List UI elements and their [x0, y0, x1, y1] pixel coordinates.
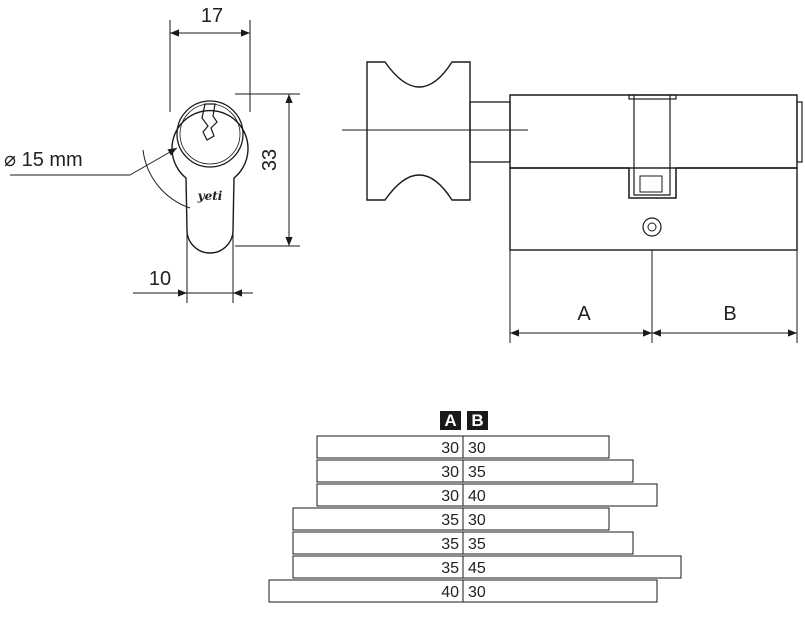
screw-hole	[642, 217, 662, 237]
table-header-a-box	[440, 411, 461, 430]
table-row: 35 30	[292, 507, 610, 531]
table-cell-a: 40	[441, 584, 459, 601]
table-row: 40 30	[268, 579, 658, 603]
table-row: 35 35	[292, 531, 634, 555]
dim-diameter: ⌀ 15 mm	[4, 149, 83, 171]
size-table: A B 30 30 30 35 30 40 35 30	[268, 411, 682, 603]
table-cell-b: 30	[468, 584, 486, 601]
brand-logo: yeti	[197, 189, 223, 203]
front-view: yeti 17 33 ⌀ 15 mm 10	[4, 5, 300, 303]
cam	[633, 95, 671, 196]
dim-width-bottom: 10	[149, 268, 171, 290]
table-cell-a: 35	[441, 512, 459, 529]
cylinder-body	[509, 94, 798, 199]
table-row: 30 30	[316, 435, 610, 459]
key-slot	[201, 103, 218, 141]
dim-b: B	[723, 303, 736, 325]
plug-circle	[176, 100, 244, 168]
table-row: 30 35	[316, 459, 634, 483]
table-header-b: B	[471, 411, 483, 430]
table-cell-b: 30	[468, 512, 486, 529]
table-row: 35 45	[292, 555, 682, 579]
table-row: 30 40	[316, 483, 658, 507]
side-view: A B	[342, 61, 803, 343]
table-cell-b: 40	[468, 488, 486, 505]
dim-width-top: 17	[201, 5, 223, 27]
thumb-knob	[366, 61, 471, 201]
table-cell-b: 45	[468, 560, 486, 577]
table-cell-b: 30	[468, 440, 486, 457]
table-header-a: A	[444, 411, 456, 430]
dim-a: A	[577, 303, 591, 325]
table-cell-a: 30	[441, 464, 459, 481]
table-cell-b: 35	[468, 536, 486, 553]
knob-shaft	[469, 101, 511, 163]
table-cell-a: 35	[441, 560, 459, 577]
table-cell-a: 30	[441, 488, 459, 505]
table-header-b-box	[467, 411, 488, 430]
table-cell-a: 30	[441, 440, 459, 457]
table-cell-b: 35	[468, 464, 486, 481]
table-cell-a: 35	[441, 536, 459, 553]
cylinder-lower	[509, 167, 798, 251]
dim-height: 33	[259, 149, 281, 171]
cylinder-profile	[171, 109, 249, 254]
